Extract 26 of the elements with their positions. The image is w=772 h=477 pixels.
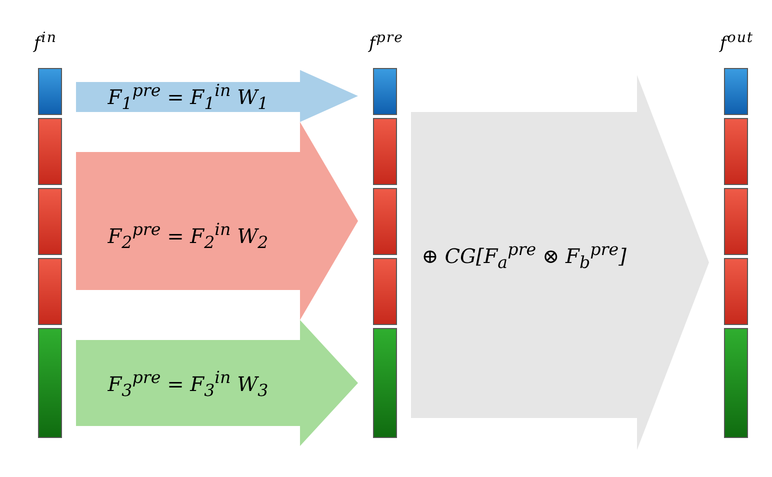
feature-segment [373, 188, 397, 255]
feature-segment [38, 118, 62, 185]
feature-segment [373, 328, 397, 438]
feature-segment [724, 118, 748, 185]
block-arrow [76, 320, 358, 446]
block-arrow [411, 75, 709, 450]
feature-segment [373, 118, 397, 185]
edge-label: F$_{1}$$^{pre}$ = F$_{1}$$^{in}$ W$_{1}$ [108, 81, 268, 113]
feature-segment [38, 188, 62, 255]
block-arrow [76, 70, 358, 122]
feature-segment [38, 328, 62, 438]
vector-heading: f$^{in}$ [34, 29, 57, 54]
feature-segment [724, 68, 748, 115]
feature-segment [38, 68, 62, 115]
edge-label: ⊕ CG[F$_{a}$$^{pre}$ ⊗ F$_{b}$$^{pre}$] [422, 240, 626, 272]
feature-segment [724, 258, 748, 325]
block-arrow [76, 122, 358, 320]
edge-label: F$_{3}$$^{pre}$ = F$_{3}$$^{in}$ W$_{3}$ [108, 368, 268, 400]
feature-segment [373, 258, 397, 325]
vector-heading: f$^{pre}$ [369, 29, 404, 54]
feature-segment [38, 258, 62, 325]
feature-segment [724, 328, 748, 438]
feature-segment [724, 188, 748, 255]
feature-segment [373, 68, 397, 115]
vector-heading: f$^{out}$ [720, 29, 754, 54]
edge-label: F$_{2}$$^{pre}$ = F$_{2}$$^{in}$ W$_{2}$ [108, 220, 268, 252]
